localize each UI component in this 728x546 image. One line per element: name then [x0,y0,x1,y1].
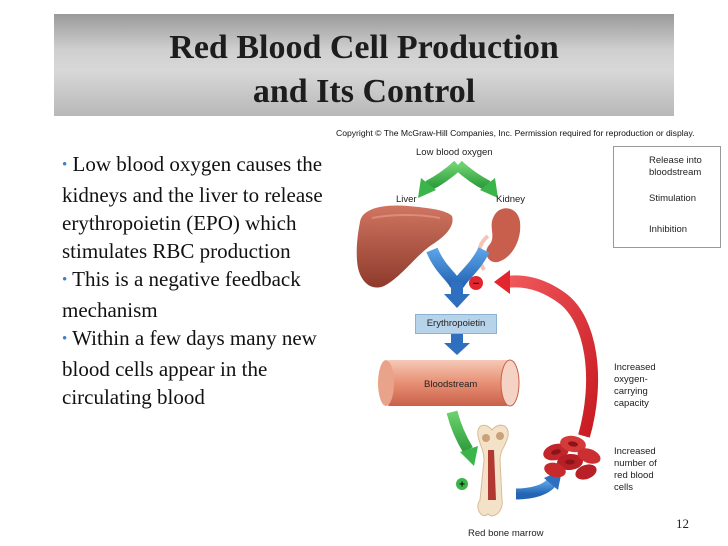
stimulation-arrow-kidney [454,160,498,198]
increased-cells-label: Increased number of red blood cells [614,446,657,493]
legend-box [613,146,721,248]
bullet-list: • Low blood oxygen causes the kidneys an… [62,150,352,411]
bone-marrow [477,424,509,517]
bullet-item: • Low blood oxygen causes the kidneys an… [62,152,323,263]
title-line-1: Red Blood Cell Production [169,29,559,66]
stimulation-sign: + [456,478,468,491]
kidney-organ [477,208,521,271]
kidney-label: Kidney [496,194,526,205]
bloodstream-vessel [378,359,520,407]
title-bar [54,14,674,116]
stimulation-arrow-liver [418,160,462,198]
liver-organ [356,205,453,288]
bullet-dot-icon: • [62,272,68,288]
release-arrow-y [426,247,490,308]
slide-title: Red Blood Cell Production and Its Contro… [54,26,674,114]
increased-capacity-label: Increased oxygen- carrying capacity [614,362,656,409]
legend-stimulation: Stimulation [649,193,696,204]
bloodstream-label: Bloodstream [424,379,478,390]
svg-text:+: + [459,480,465,491]
red-marrow-label: Red bone marrow [468,528,544,539]
red-blood-cells [543,435,601,480]
legend-release: Release into bloodstream [649,155,702,178]
bullet-item: • This is a negative feedback mechanism [62,267,301,322]
legend-inhibition: Inhibition [649,224,688,235]
bullet-dot-icon: • [62,331,68,347]
stimulation-arrow-marrow [446,410,478,466]
page-number: 12 [676,516,689,531]
low-oxygen-label: Low blood oxygen [416,147,493,158]
svg-text:−: − [473,278,479,290]
liver-label: Liver [396,194,417,205]
title-line-2: and Its Control [252,73,476,110]
release-arrow-bloodstream [444,334,470,355]
bullet-dot-icon: • [62,157,68,173]
inhibition-sign: − [469,276,483,290]
copyright-notice: Copyright © The McGraw-Hill Companies, I… [336,128,695,138]
bullet-item: • Within a few days many new blood cells… [62,326,317,409]
inhibition-arrow [494,270,599,438]
erythropoietin-label: Erythropoietin [415,314,497,334]
